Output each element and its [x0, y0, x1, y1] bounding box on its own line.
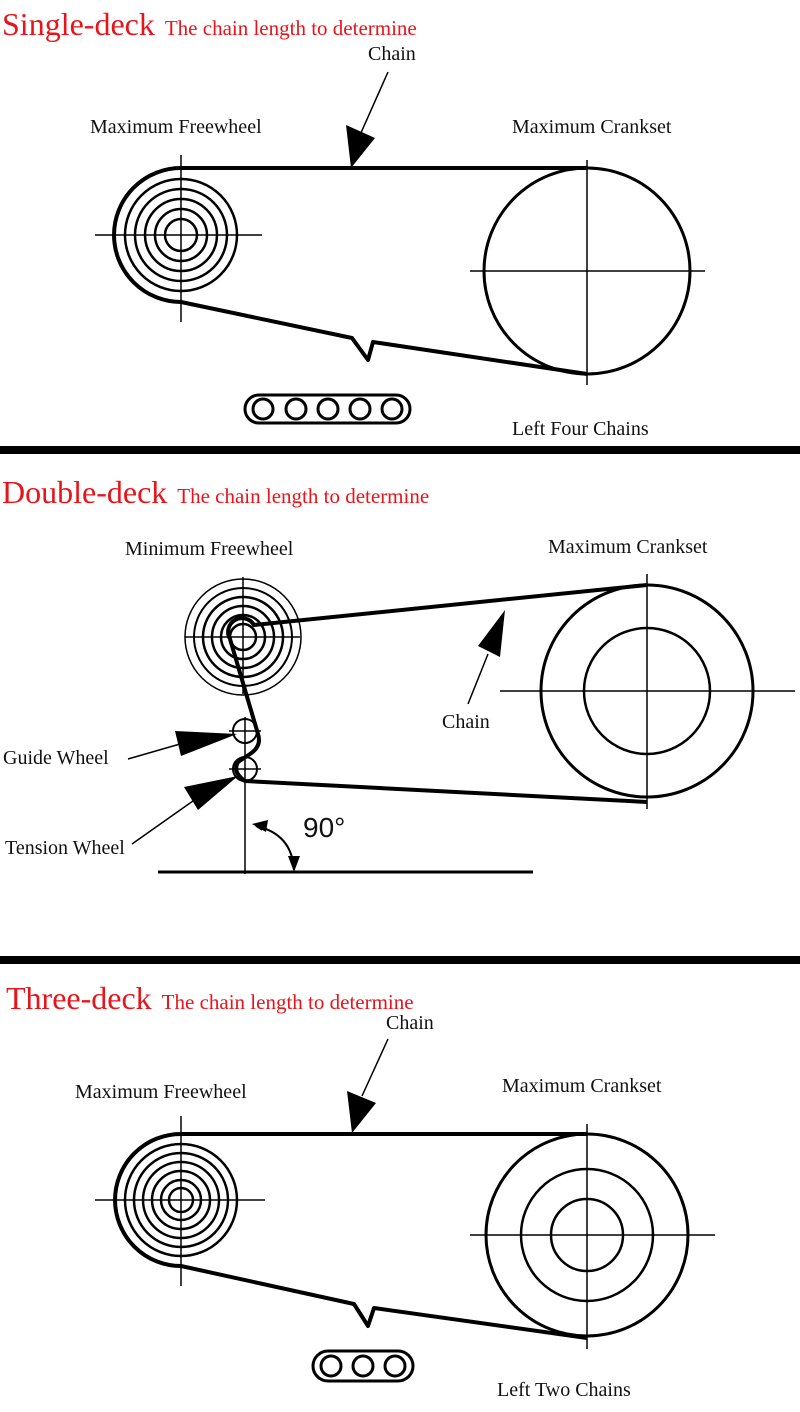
section-title: Three-deck	[6, 980, 152, 1016]
section-heading: Three-deck The chain length to determine	[6, 980, 414, 1017]
chain-pointer-line	[467, 653, 489, 705]
chain-loop	[112, 166, 588, 376]
guide-pointer-line	[127, 743, 181, 760]
crankset-middle-ring	[519, 1167, 655, 1303]
section-heading: Double-deck The chain length to determine	[2, 474, 429, 511]
section-subtitle: The chain length to determine	[177, 484, 430, 508]
tension-pointer-line	[131, 795, 201, 845]
freewheel-sprockets	[123, 1142, 239, 1258]
chain-pointer-arrowhead	[346, 125, 375, 168]
chain-pointer-line	[361, 1038, 389, 1097]
angle-label: 90°	[303, 812, 346, 843]
section-divider	[0, 446, 800, 454]
angle-arrowhead-top	[252, 820, 268, 832]
crankset-inner-ring	[549, 1197, 625, 1273]
section-heading: Single-deck The chain length to determine	[2, 6, 417, 43]
chain-links-icon	[311, 1349, 415, 1383]
double-deck-diagram	[127, 574, 795, 874]
right-angle-arc	[255, 825, 295, 871]
single-deck-diagram	[95, 71, 705, 425]
chain-loop	[226, 583, 648, 804]
section-subtitle: The chain length to determine	[164, 16, 417, 40]
section-double-deck: Double-deck The chain length to determine…	[0, 454, 800, 956]
tension-wheel-label: Tension Wheel	[5, 837, 125, 859]
chain-links-icon	[243, 393, 412, 425]
chains-left-label: Left Four Chains	[512, 418, 649, 440]
freewheel-label: Maximum Freewheel	[90, 116, 262, 138]
chain-label: Chain	[368, 43, 416, 65]
chain-pointer-arrowhead	[347, 1091, 376, 1133]
section-single-deck: Single-deck The chain length to determine…	[0, 0, 800, 446]
chain-pointer-arrowhead	[478, 610, 505, 657]
chain-pointer-line	[359, 71, 389, 136]
angle-arrowhead-bottom	[288, 856, 300, 872]
section-title: Double-deck	[2, 474, 168, 510]
crankset-label: Maximum Crankset	[548, 536, 708, 558]
chain-label: Chain	[386, 1012, 434, 1034]
freewheel-label: Maximum Freewheel	[75, 1081, 247, 1103]
guide-pointer-arrowhead	[175, 731, 237, 756]
freewheel-sprockets	[123, 177, 239, 293]
chains-left-label: Left Two Chains	[497, 1379, 631, 1401]
section-subtitle: The chain length to determine	[161, 990, 414, 1014]
crankset-inner-ring	[582, 626, 712, 756]
freewheel-label: Minimum Freewheel	[125, 538, 294, 560]
chain-label: Chain	[442, 711, 490, 733]
three-deck-diagram	[95, 1038, 715, 1383]
crankset-label: Maximum Crankset	[502, 1075, 662, 1097]
section-divider	[0, 956, 800, 964]
tension-pointer-arrowhead	[184, 776, 238, 810]
crankset-label: Maximum Crankset	[512, 116, 672, 138]
section-title: Single-deck	[2, 6, 155, 42]
guide-wheel-label: Guide Wheel	[3, 747, 109, 769]
chain-loop	[113, 1132, 588, 1340]
